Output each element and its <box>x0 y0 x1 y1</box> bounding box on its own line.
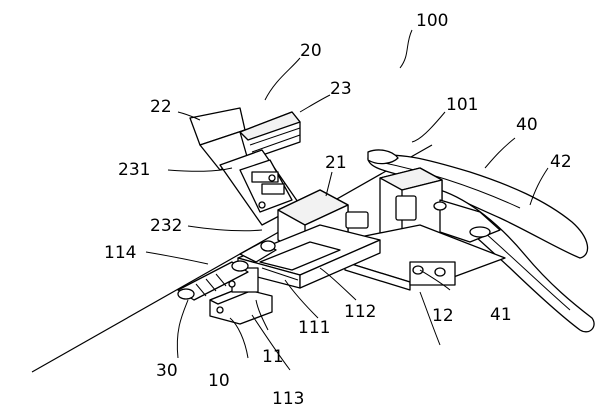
rail-base <box>237 224 381 289</box>
label-41: 41 <box>490 305 512 325</box>
label-42: 42 <box>550 152 572 172</box>
label-23: 23 <box>330 79 352 99</box>
label-231: 231 <box>118 160 150 180</box>
label-112: 112 <box>344 302 376 322</box>
label-11: 11 <box>262 347 284 367</box>
wire-line <box>31 144 433 373</box>
leader-lines <box>145 29 549 371</box>
label-40: 40 <box>516 115 538 135</box>
label-10: 10 <box>208 371 230 391</box>
label-30: 30 <box>156 361 178 381</box>
label-114: 114 <box>104 243 136 263</box>
upper-bracket <box>189 107 301 226</box>
label-12: 12 <box>432 306 454 326</box>
label-22: 22 <box>150 97 172 117</box>
label-232: 232 <box>150 216 182 236</box>
label-111: 111 <box>298 318 330 338</box>
label-113: 113 <box>272 389 304 409</box>
label-21: 21 <box>325 153 347 173</box>
label-100: 100 <box>416 11 448 31</box>
connector-plug <box>177 240 277 301</box>
label-20: 20 <box>300 41 322 61</box>
label-101: 101 <box>446 95 478 115</box>
